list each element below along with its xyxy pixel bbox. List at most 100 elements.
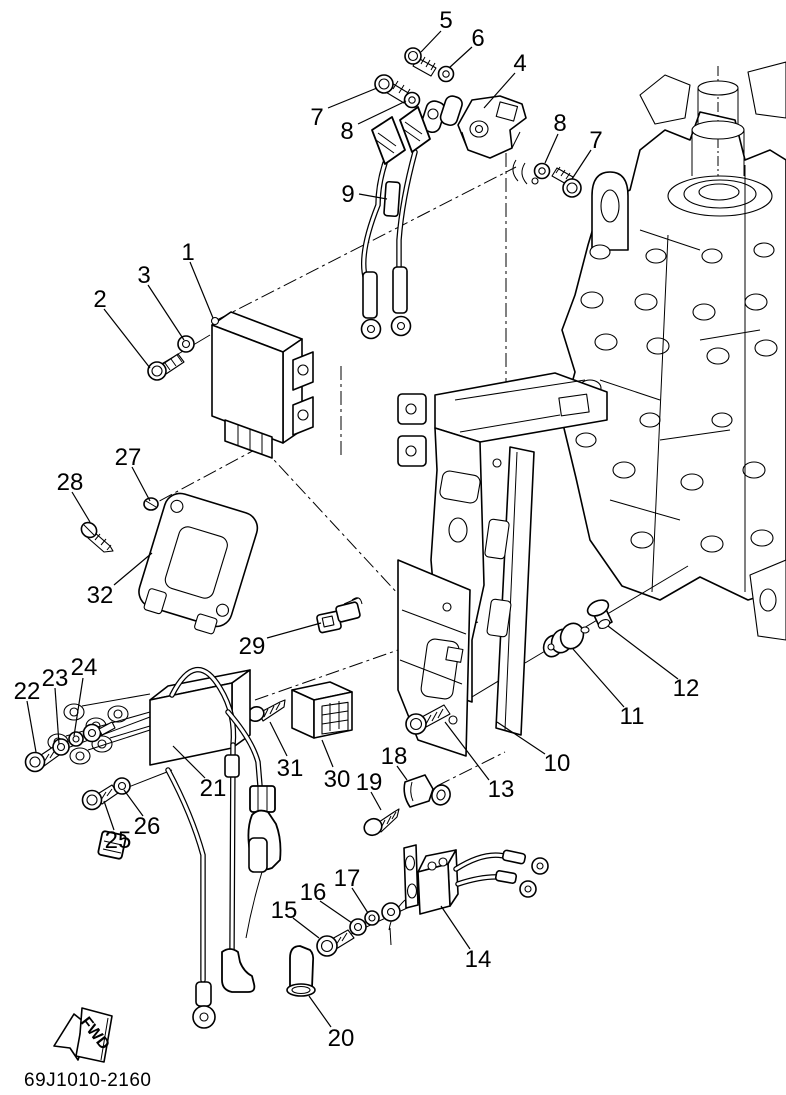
callout-1-leader (189, 261, 214, 319)
callout-15-leader (292, 917, 320, 939)
rectifier-32-drawing (138, 492, 259, 635)
bolt-15-drawing (316, 929, 355, 957)
callout-8-label: 8 (553, 110, 566, 137)
callout-30-leader (321, 739, 334, 768)
bolt-7-left-drawing (374, 74, 411, 104)
callout-12-leader (607, 625, 679, 680)
callout-13-leader (444, 721, 490, 781)
datum-line (216, 166, 517, 321)
callout-20-label: 20 (328, 1025, 355, 1052)
callout-8-leader (544, 133, 559, 164)
callout-3-label: 3 (137, 262, 150, 289)
screw-19-drawing (363, 808, 400, 837)
washer-6-drawing (437, 65, 455, 83)
bolt-2-drawing (147, 353, 185, 381)
callout-26-label: 26 (134, 813, 161, 840)
boot-20-drawing (286, 945, 316, 997)
callout-21-label: 21 (200, 775, 227, 802)
washer-16-drawing (349, 918, 367, 936)
ignition-coil-21-drawing (47, 667, 282, 1029)
callout-17-label: 17 (334, 865, 361, 892)
starter-relay-14-drawing (381, 844, 549, 946)
datum-line (261, 446, 401, 597)
callout-13-label: 13 (488, 776, 515, 803)
relay-30-drawing (291, 681, 353, 739)
bolt-25-drawing (81, 784, 119, 811)
callout-14-leader (440, 905, 471, 950)
callout-24-leader (73, 677, 84, 737)
callout-9-label: 9 (341, 181, 354, 208)
callout-3-leader (147, 284, 185, 341)
bracket-4-drawing (420, 95, 539, 185)
callout-11-label: 11 (620, 703, 645, 730)
callout-10-leader (496, 721, 546, 755)
callout-15-label: 15 (271, 897, 298, 924)
callout-25-label: 25 (105, 827, 132, 854)
callout-16-leader (319, 900, 353, 924)
washer-17-drawing (364, 910, 380, 926)
callout-23-label: 23 (42, 665, 69, 692)
clamp-18-drawing (403, 774, 451, 808)
callout-5-label: 5 (439, 7, 452, 34)
callout-22-leader (26, 700, 37, 753)
callout-6-label: 6 (471, 25, 484, 52)
grommet-11-drawing (542, 622, 585, 658)
callout-31-label: 31 (277, 755, 304, 782)
bolt-13-drawing (405, 704, 451, 735)
callout-4-leader (483, 72, 516, 109)
callout-11-leader (572, 648, 625, 708)
callout-16-label: 16 (300, 879, 327, 906)
ground-lead-9-drawing (360, 106, 431, 340)
callout-6-leader (448, 46, 473, 69)
callout-14-label: 14 (465, 946, 492, 973)
connector-29-drawing (316, 597, 363, 634)
callout-7-label: 7 (589, 127, 602, 154)
callout-7-leader (571, 149, 592, 180)
callout-10-label: 10 (544, 750, 571, 777)
bracket-10-drawing (397, 372, 608, 757)
callout-12-label: 12 (673, 675, 700, 702)
datum-line (436, 751, 506, 787)
callout-19-label: 19 (356, 769, 383, 796)
datum-line (151, 446, 261, 506)
callout-32-label: 32 (87, 582, 114, 609)
callout-9-leader (358, 193, 388, 200)
washer-3-drawing (177, 335, 195, 353)
screw-5-drawing (404, 47, 437, 77)
callout-31-leader (269, 721, 288, 757)
washer-26-drawing (113, 777, 131, 795)
callout-22-label: 22 (14, 678, 41, 705)
callout-23-leader (54, 687, 60, 745)
ring-terminal-22-drawing (82, 721, 116, 743)
engine-bosses (575, 242, 778, 553)
callout-8-label: 8 (340, 118, 353, 145)
datum-line (254, 621, 479, 701)
callout-27-label: 27 (115, 444, 142, 471)
callout-7-leader (327, 87, 378, 109)
callout-20-leader (308, 995, 332, 1028)
washer-8-left-drawing (403, 91, 421, 109)
callout-29-leader (266, 622, 322, 639)
cdi-unit-drawing (210, 311, 314, 459)
callout-7-label: 7 (310, 104, 323, 131)
callout-29-label: 29 (239, 633, 266, 660)
callout-1-label: 1 (181, 239, 194, 266)
callout-28-label: 28 (57, 469, 84, 496)
callout-25-leader (103, 800, 115, 831)
callout-19-leader (370, 791, 382, 811)
callout-5-leader (420, 30, 442, 53)
engine-block-drawing (561, 61, 786, 641)
screw-28-drawing (80, 521, 114, 553)
callout-2-label: 2 (93, 286, 106, 313)
callout-27-leader (131, 466, 151, 502)
datum-lines (151, 128, 517, 787)
washer-24-drawing (68, 731, 84, 747)
washer-8-right-drawing (533, 162, 551, 180)
collar-12-drawing (580, 599, 613, 634)
part-code: 69J1010-2160 (24, 1070, 152, 1091)
callout-18-leader (396, 765, 408, 781)
callout-32-leader (113, 552, 153, 586)
